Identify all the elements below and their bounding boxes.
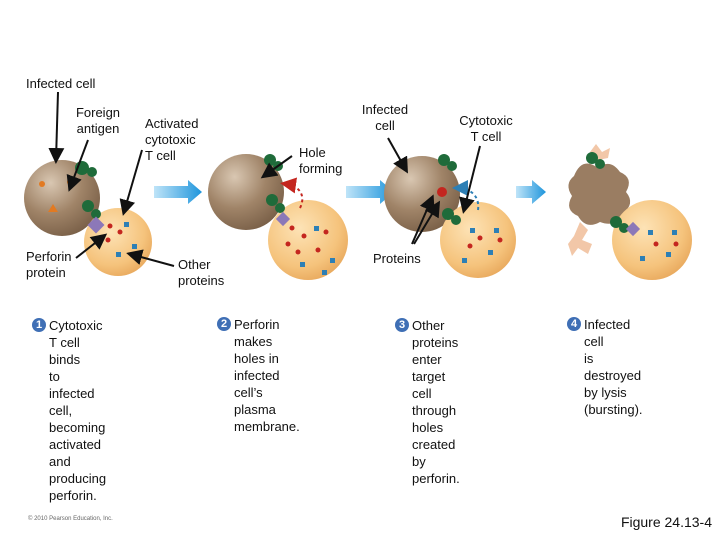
label-proteins: Proteins [373,251,421,266]
step-4-text: Infected cell is destroyed by lysis (bur… [584,317,643,417]
synapse-1 [87,216,105,234]
proteins-1 [116,222,137,257]
protein-curve-arrow-3 [452,180,480,211]
leader-activated-tcell [119,149,143,216]
infected-cell-3 [384,156,460,232]
step-1-text: Cytotoxic T cell binds to infected cell,… [49,318,107,503]
leader-infected-cell-1 [48,91,65,164]
leader-other-proteins [126,249,175,267]
leader-proteins-b [413,200,441,245]
proteins-3 [462,228,499,263]
synapse-2 [275,211,291,227]
step-2-text: Perforin makes holes in infected cell’s … [234,317,300,434]
panel-3 [384,137,516,278]
step-1-number: 1 [32,318,46,332]
perforin-dots-3 [467,235,503,249]
receptors-3 [438,154,461,225]
synapse-4 [625,221,641,237]
step-4-number: 4 [567,317,581,331]
proteins-2 [300,226,335,275]
receptors-4 [586,152,629,233]
leader-perforin-protein [75,233,108,259]
label-infected-cell-2: Infected cell [361,102,409,133]
flow-arrow-2 [346,180,394,204]
leader-foreign-antigen [66,139,89,192]
leader-cytotoxic-tcell [459,145,481,214]
flow-arrow-3 [516,180,546,204]
antigen-triangle-1 [48,204,58,212]
leader-infected-cell-2 [387,137,408,174]
label-cytotoxic-tcell: Cytotoxic T cell [459,113,513,144]
leader-hole-forming [260,155,293,179]
lysed-cell-4 [568,163,631,225]
step-3-number: 3 [395,318,409,332]
step-2-number: 2 [217,317,231,331]
copyright-notice: © 2010 Pearson Education, Inc. [28,516,113,522]
panel-4 [568,144,692,280]
label-infected-cell-1: Infected cell [26,76,96,91]
label-perforin-protein: Perforin protein [26,249,72,280]
label-hole-forming: Hole forming [299,145,343,176]
panel-1 [24,91,175,276]
label-other-proteins: Other proteins [178,257,225,288]
flow-arrow-1 [154,180,202,204]
step-3-text: Other proteins enter target cell through… [412,318,460,486]
proteins-4 [640,230,677,261]
panel-2 [208,154,348,280]
perforin-curve-arrow-2 [280,177,304,209]
pore-3 [437,187,447,197]
figure-caption: Figure 24.13-4 [620,514,712,530]
label-activated-tcell: Activated cytotoxic T cell [145,116,199,163]
label-foreign-antigen: Foreign antigen [75,105,121,136]
perforin-dots-4 [653,241,679,247]
tcell-4 [612,200,692,280]
perforin-dots-2 [285,225,329,255]
receptors-1 [75,161,101,219]
